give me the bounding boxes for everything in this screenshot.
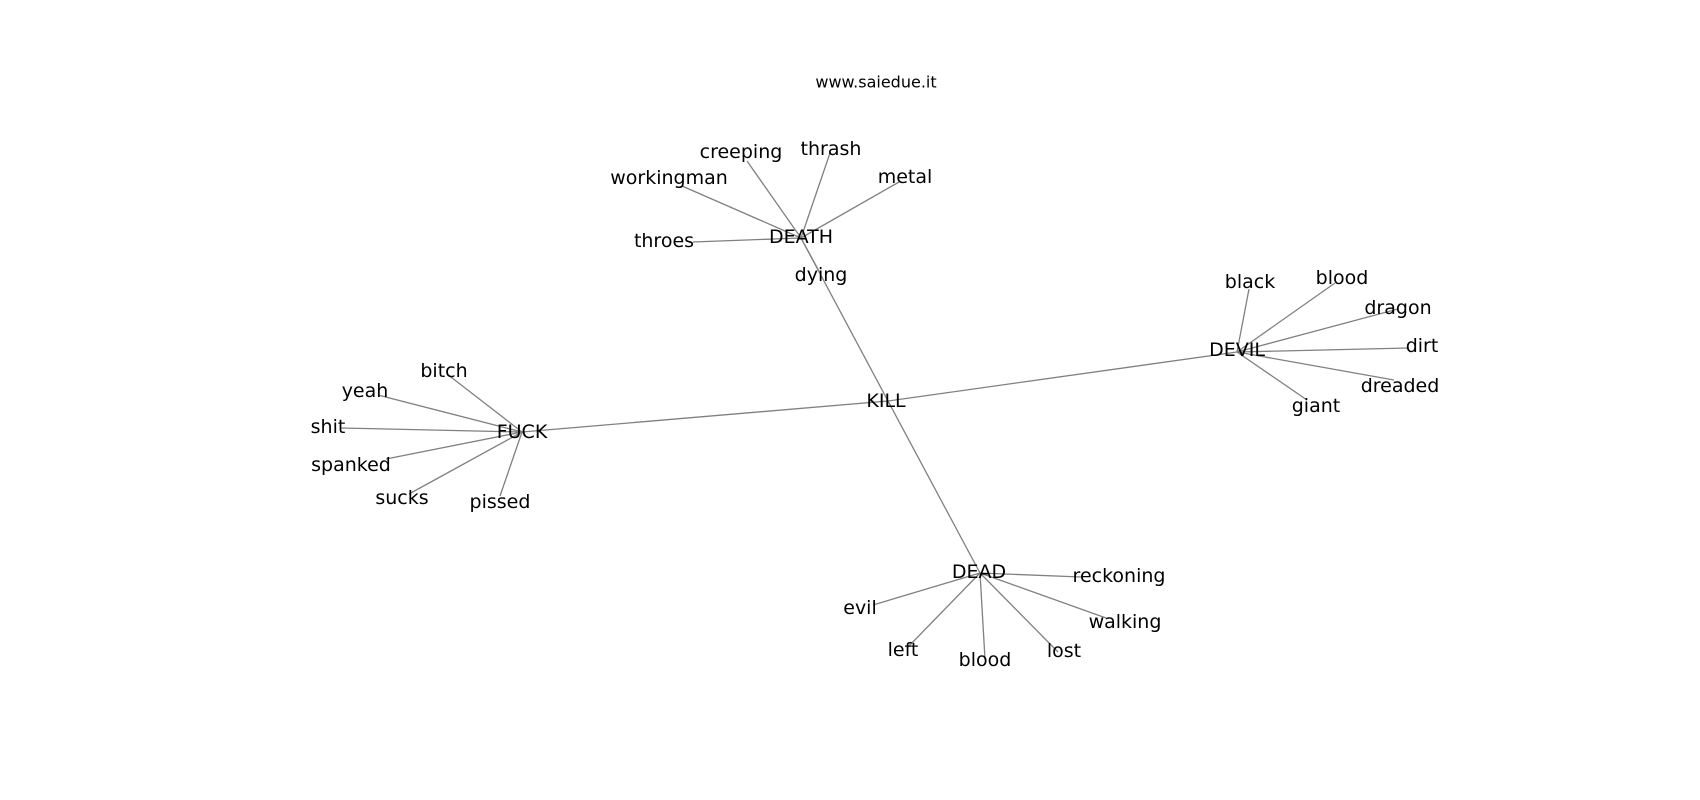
node-label-dirt: dirt [1406,335,1439,357]
edge-fuck-spanked [385,431,523,460]
node-label-lost: lost [1047,640,1081,662]
node-label-workingman: workingman [610,167,728,189]
node-label-devil: DEVIL [1209,339,1265,361]
edge-dead-evil [872,572,981,606]
node-label-dying: dying [795,264,848,286]
edge-fuck-yeah [377,394,523,433]
edge-devil-dragon [1236,308,1399,353]
edge-fuck-bitch [446,373,523,433]
edge-kill-dead [887,400,981,574]
node-label-dragon: dragon [1364,297,1431,319]
node-label-evil: evil [843,597,877,619]
node-label-metal: metal [878,166,933,188]
edge-kill-fuck [521,400,889,433]
node-label-spanked: spanked [311,454,391,476]
edge-devil-blood-devil [1236,282,1336,353]
node-label-shit: shit [311,416,346,438]
edge-fuck-shit [340,427,523,433]
node-label-kill: KILL [866,390,906,412]
node-label-creeping: creeping [700,141,783,163]
edge-dead-reckoning [979,572,1082,578]
edge-death-thrash [800,152,831,239]
node-label-blood-devil: blood [1316,267,1369,289]
node-label-walking: walking [1089,611,1162,633]
edge-devil-dreaded [1236,351,1395,381]
node-label-throes: throes [634,230,694,252]
node-label-layer: KILL DEATH DEAD DEVIL FUCK creeping thrash work… [311,138,1440,671]
node-label-blood-dead: blood [959,649,1012,671]
edge-death-workingman [681,185,802,239]
edge-devil-black [1236,288,1250,353]
edge-kill-devil [887,351,1238,402]
edge-devil-giant [1236,351,1308,401]
node-label-dead: DEAD [952,561,1006,583]
edge-layer [340,152,1410,660]
node-label-fuck: FUCK [497,421,548,443]
node-label-sucks: sucks [375,487,428,509]
edge-dead-left [906,572,981,649]
edge-fuck-sucks [408,431,523,495]
edge-death-throes [692,237,802,243]
node-label-yeah: yeah [342,380,389,402]
node-label-giant: giant [1292,395,1340,417]
edge-dead-blood-dead [979,572,986,660]
edge-death-metal [800,181,900,239]
node-label-bitch: bitch [420,360,467,382]
node-label-pissed: pissed [470,491,531,513]
node-label-thrash: thrash [801,138,862,160]
node-label-dreaded: dreaded [1361,375,1440,397]
edge-death-dying [800,237,821,274]
edge-dead-lost [979,572,1059,653]
node-label-left: left [888,639,919,661]
site-caption: www.saiedue.it [815,73,936,92]
edge-dead-walking [979,572,1107,619]
edge-death-creeping [746,160,802,239]
edge-fuck-pissed [499,431,523,497]
node-label-reckoning: reckoning [1073,565,1166,587]
node-label-black: black [1225,271,1275,293]
edge-devil-dirt [1236,347,1410,353]
node-label-death: DEATH [769,226,833,248]
